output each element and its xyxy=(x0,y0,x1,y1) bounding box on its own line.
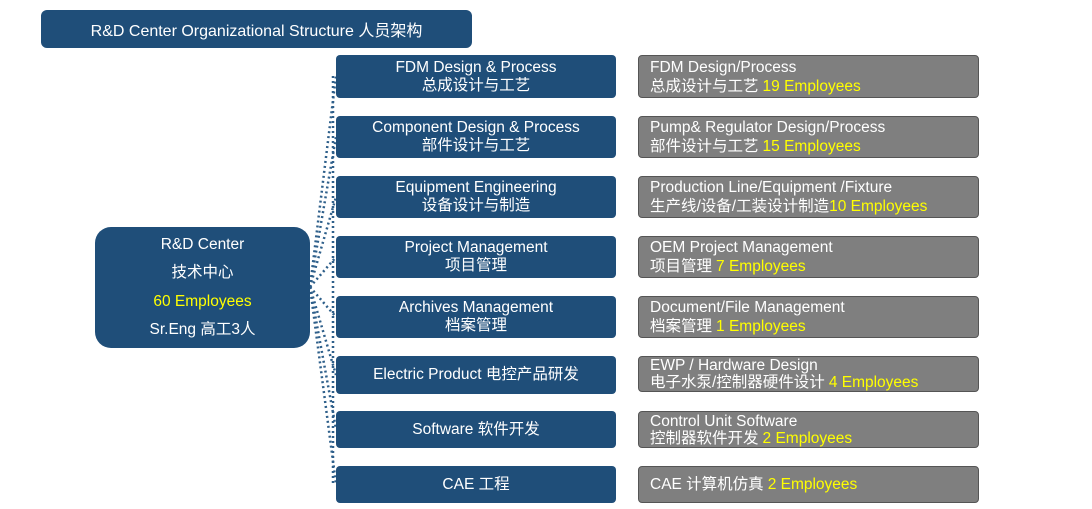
dept-label: Software 软件开发 xyxy=(412,420,540,438)
team-employees: 15 Employees xyxy=(762,138,861,155)
dept-project: Project Management 项目管理 xyxy=(336,236,616,278)
team-label: CAE 计算机仿真 xyxy=(650,476,764,493)
team-label-zh: 控制器软件开发 xyxy=(650,429,759,447)
connector-line-3 xyxy=(309,256,337,288)
dept-label-en: Component Design & Process xyxy=(372,119,580,136)
dept-component: Component Design & Process 部件设计与工艺 xyxy=(336,116,616,158)
team-label-zh: 生产线/设备/工装设计制造 xyxy=(650,198,830,215)
dept-fdm: FDM Design & Process 总成设计与工艺 xyxy=(336,55,616,98)
team-label-en: EWP / Hardware Design xyxy=(650,357,818,374)
page-title: R&D Center Organizational Structure 人员架构 xyxy=(41,10,472,48)
connector-line-4 xyxy=(309,286,337,318)
connector-line-2 xyxy=(308,196,338,288)
center-name-zh: 技术中心 xyxy=(171,264,234,281)
dept-cae: CAE 工程 xyxy=(336,466,616,503)
connector-line-6 xyxy=(308,286,338,430)
connector-line-0 xyxy=(308,75,338,288)
dept-software: Software 软件开发 xyxy=(336,411,616,448)
dept-label-en: Equipment Engineering xyxy=(395,179,557,196)
dept-label: Electric Product 电控产品研发 xyxy=(373,366,579,383)
dept-label-zh: 设备设计与制造 xyxy=(421,197,531,214)
team-employees: 4 Employees xyxy=(828,374,919,391)
dept-label-zh: 项目管理 xyxy=(444,257,507,274)
center-senior: Sr.Eng 高工3人 xyxy=(149,321,256,338)
team-production: Production Line/Equipment /Fixture 生产线/设… xyxy=(638,176,979,218)
dept-equipment: Equipment Engineering 设备设计与制造 xyxy=(336,176,616,218)
team-label-en: FDM Design/Process xyxy=(650,58,797,76)
rd-center-box: R&D Center 技术中心 60 Employees Sr.Eng 高工3人 xyxy=(95,227,310,348)
connector-line-7 xyxy=(308,286,338,485)
team-employees: 19 Employees xyxy=(762,77,861,95)
dept-archives: Archives Management 档案管理 xyxy=(336,296,616,338)
team-employees: 2 Employees xyxy=(762,429,853,447)
dept-label-zh: 档案管理 xyxy=(444,317,507,334)
dept-label: CAE 工程 xyxy=(442,475,510,493)
team-employees: 7 Employees xyxy=(716,258,806,275)
connector-line-1 xyxy=(308,136,338,288)
team-label-en: OEM Project Management xyxy=(650,239,833,256)
dept-label-en: FDM Design & Process xyxy=(395,58,557,76)
team-label-en: Document/File Management xyxy=(650,299,845,316)
dept-label-en: Project Management xyxy=(404,239,548,256)
team-label-zh: 项目管理 xyxy=(650,258,713,275)
dept-label-zh: 总成设计与工艺 xyxy=(421,76,531,94)
team-employees: 10 Employees xyxy=(829,198,928,215)
center-employees: 60 Employees xyxy=(153,292,252,310)
team-label-zh: 电子水泵/控制器硬件设计 xyxy=(650,374,825,391)
connector-line-5 xyxy=(308,286,338,376)
team-label-en: Control Unit Software xyxy=(650,412,798,430)
team-label-en: Pump& Regulator Design/Process xyxy=(650,119,886,136)
team-label-zh: 部件设计与工艺 xyxy=(650,138,759,155)
team-employees: 1 Employees xyxy=(716,318,806,335)
team-label-en: Production Line/Equipment /Fixture xyxy=(650,179,893,196)
team-label-zh: 总成设计与工艺 xyxy=(650,77,759,95)
center-name-en: R&D Center xyxy=(160,235,245,253)
dept-label-en: Archives Management xyxy=(398,299,554,316)
dept-label-zh: 部件设计与工艺 xyxy=(421,137,531,154)
team-employees: 2 Employees xyxy=(767,476,858,493)
team-label-zh: 档案管理 xyxy=(650,318,713,335)
dept-electric: Electric Product 电控产品研发 xyxy=(336,356,616,394)
page-title-text: R&D Center Organizational Structure 人员架构 xyxy=(90,23,423,40)
